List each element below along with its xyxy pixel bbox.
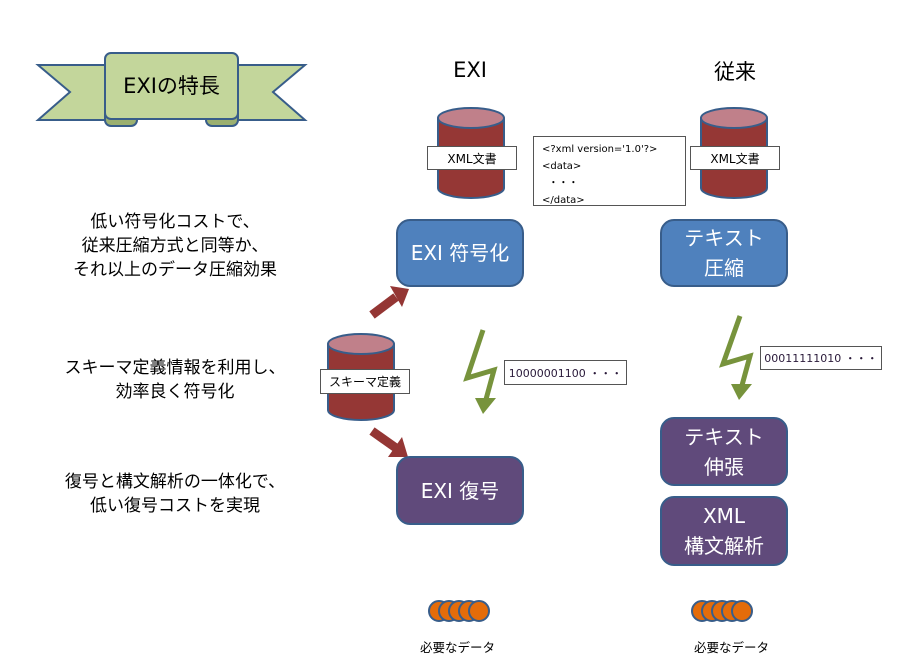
conventional-required-data-label: 必要なデータ — [694, 640, 770, 655]
xml-line: </data> — [542, 195, 585, 206]
conventional-required-data-dots — [691, 600, 753, 622]
exi-decode-box: EXI 復号 — [396, 456, 524, 525]
xml-line: <data> — [542, 161, 582, 172]
exi-required-data-dots — [428, 600, 490, 622]
feature-line: 復号と構文解析の一体化で、 — [64, 472, 286, 492]
box-line: EXI 符号化 — [410, 241, 510, 265]
banner-title: EXIの特長 — [123, 74, 220, 98]
feature-line: 従来圧縮方式と同等か、 — [81, 236, 269, 256]
schema-label: スキーマ定義 — [320, 369, 410, 394]
box-line: 伸張 — [704, 454, 744, 479]
schema-to-decode-arrow — [369, 427, 408, 457]
box-line: テキスト — [684, 424, 764, 449]
box-line: テキスト — [684, 226, 764, 250]
exi-xml-doc-label: XML文書 — [427, 146, 517, 170]
exi-encode-box: EXI 符号化 — [396, 219, 524, 287]
exi-bitstream: 10000001100 ・・・ — [504, 360, 627, 385]
feature-line: 効率良く符号化 — [115, 382, 235, 402]
feature-line: 低い復号コストを実現 — [90, 496, 260, 516]
feature-line: 低い符号化コストで、 — [90, 212, 260, 232]
data-dot — [731, 600, 753, 622]
exi-transfer-bolt-icon — [463, 329, 498, 414]
column-heading-exi: EXI — [453, 58, 487, 82]
xml-line: ・・・ — [542, 178, 579, 189]
conventional-transfer-bolt-icon — [719, 315, 754, 400]
box-line: 構文解析 — [684, 534, 764, 558]
exi-required-data-label: 必要なデータ — [420, 640, 496, 655]
data-dot — [468, 600, 490, 622]
feature-schema: スキーマ定義情報を利用し、 効率良く符号化 — [30, 356, 320, 404]
schema-to-encode-arrow — [369, 286, 409, 319]
box-line: 圧縮 — [704, 256, 744, 280]
xml-parse-box: XML 構文解析 — [660, 496, 788, 566]
feature-line: スキーマ定義情報を利用し、 — [64, 358, 286, 378]
box-line: XML — [702, 504, 746, 528]
conventional-bitstream: 00011111010 ・・・ — [760, 346, 882, 370]
text-compress-box: テキスト 圧縮 — [660, 219, 788, 287]
feature-compression: 低い符号化コストで、 従来圧縮方式と同等か、 それ以上のデータ圧縮効果 — [30, 210, 320, 282]
column-heading-conventional: 従来 — [714, 60, 756, 84]
text-decompress-box: テキスト 伸張 — [660, 417, 788, 486]
xml-line: <?xml version='1.0'?> — [542, 144, 658, 155]
conventional-xml-doc-label: XML文書 — [690, 146, 780, 170]
banner-ribbon — [35, 52, 308, 127]
xml-sample-box: <?xml version='1.0'?> <data> ・・・ </data> — [533, 136, 686, 206]
feature-line: それ以上のデータ圧縮効果 — [73, 260, 277, 280]
box-line: EXI 復号 — [420, 478, 500, 503]
feature-decoding: 復号と構文解析の一体化で、 低い復号コストを実現 — [30, 470, 320, 518]
